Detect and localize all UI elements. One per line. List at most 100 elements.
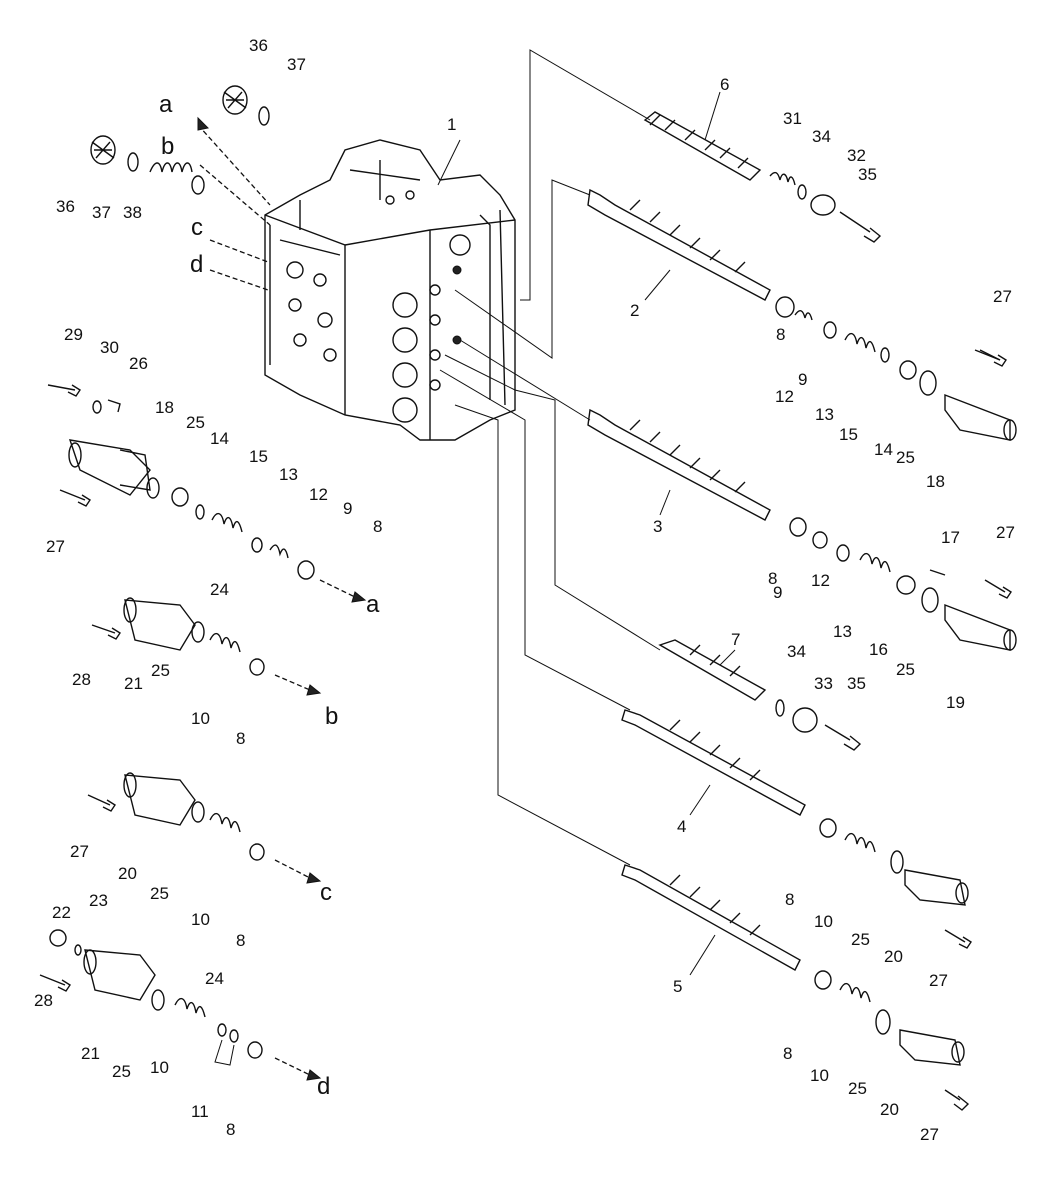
callout-2: 2 bbox=[630, 301, 639, 320]
flow-letter-b: b bbox=[161, 133, 174, 160]
callout-22: 22 bbox=[52, 903, 71, 922]
callout-13: 13 bbox=[833, 622, 852, 641]
callout-34: 34 bbox=[787, 642, 806, 661]
spool-2 bbox=[587, 188, 1017, 441]
callout-8: 8 bbox=[236, 729, 245, 748]
callout-25: 25 bbox=[851, 930, 870, 949]
callout-27: 27 bbox=[920, 1125, 939, 1144]
callout-27: 27 bbox=[70, 842, 89, 861]
callout-10: 10 bbox=[191, 709, 210, 728]
flow-arrows-into-body bbox=[197, 116, 271, 291]
callout-12: 12 bbox=[309, 485, 328, 504]
valve-body bbox=[264, 139, 516, 441]
flow-letter-d: d bbox=[317, 1073, 330, 1100]
callout-25: 25 bbox=[150, 884, 169, 903]
callout-8: 8 bbox=[373, 517, 382, 536]
callout-8: 8 bbox=[768, 569, 777, 588]
callout-9: 9 bbox=[798, 370, 807, 389]
left-assembly-b bbox=[91, 597, 322, 696]
spool-3 bbox=[587, 408, 1017, 651]
callout-15: 15 bbox=[839, 425, 858, 444]
callout-25: 25 bbox=[896, 660, 915, 679]
callout-14: 14 bbox=[210, 429, 229, 448]
spool-5 bbox=[621, 864, 965, 1066]
callout-34: 34 bbox=[812, 127, 831, 146]
callout-8: 8 bbox=[776, 325, 785, 344]
callout-12: 12 bbox=[775, 387, 794, 406]
callout-21: 21 bbox=[81, 1044, 100, 1063]
left-assembly-c bbox=[87, 772, 322, 884]
callout-25: 25 bbox=[896, 448, 915, 467]
callout-33: 33 bbox=[814, 674, 833, 693]
callout-36: 36 bbox=[56, 197, 75, 216]
left-assembly-d bbox=[39, 929, 322, 1081]
spool-7 bbox=[658, 639, 862, 751]
callout-10: 10 bbox=[191, 910, 210, 929]
callout-8: 8 bbox=[236, 931, 245, 950]
callout-labels: 1 2 3 4 5 6 7 8 8 8 8 8 8 8 8 9 9 9 10 1… bbox=[34, 36, 1015, 1144]
callout-27: 27 bbox=[996, 523, 1015, 542]
spool-4 bbox=[621, 709, 969, 906]
callout-27: 27 bbox=[993, 287, 1012, 306]
callout-37: 37 bbox=[287, 55, 306, 74]
flow-letter-d: d bbox=[190, 251, 203, 278]
callout-38: 38 bbox=[123, 203, 142, 222]
callout-32: 32 bbox=[847, 146, 866, 165]
callout-20: 20 bbox=[880, 1100, 899, 1119]
callout-4: 4 bbox=[677, 817, 686, 836]
callout-25: 25 bbox=[151, 661, 170, 680]
callout-5: 5 bbox=[673, 977, 682, 996]
callout-18: 18 bbox=[926, 472, 945, 491]
callout-25: 25 bbox=[848, 1079, 867, 1098]
callout-9: 9 bbox=[343, 499, 352, 518]
callout-36: 36 bbox=[249, 36, 268, 55]
callout-35: 35 bbox=[858, 165, 877, 184]
callout-7: 7 bbox=[731, 630, 740, 649]
flow-letter-b: b bbox=[325, 703, 338, 730]
callout-21: 21 bbox=[124, 674, 143, 693]
callout-25: 25 bbox=[112, 1062, 131, 1081]
callout-8: 8 bbox=[785, 890, 794, 909]
callout-16: 16 bbox=[869, 640, 888, 659]
callout-12: 12 bbox=[811, 571, 830, 590]
spool-6 bbox=[643, 91, 882, 243]
callout-31: 31 bbox=[783, 109, 802, 128]
callout-10: 10 bbox=[810, 1066, 829, 1085]
callout-15: 15 bbox=[249, 447, 268, 466]
callout-37: 37 bbox=[92, 203, 111, 222]
callout-29: 29 bbox=[64, 325, 83, 344]
callout-1: 1 bbox=[447, 115, 456, 134]
flow-letters: a b c d a b c d bbox=[159, 91, 380, 1100]
flow-letter-c: c bbox=[191, 214, 203, 241]
callout-28: 28 bbox=[72, 670, 91, 689]
flow-letter-a: a bbox=[159, 91, 173, 118]
callout-11: 11 bbox=[191, 1102, 209, 1121]
callout-13: 13 bbox=[279, 465, 298, 484]
callout-24: 24 bbox=[210, 580, 229, 599]
callout-3: 3 bbox=[653, 517, 662, 536]
callout-27: 27 bbox=[46, 537, 65, 556]
callout-10: 10 bbox=[150, 1058, 169, 1077]
callout-8: 8 bbox=[783, 1044, 792, 1063]
callout-30: 30 bbox=[100, 338, 119, 357]
callout-14: 14 bbox=[874, 440, 893, 459]
left-assembly-a bbox=[47, 384, 367, 603]
callout-20: 20 bbox=[884, 947, 903, 966]
callout-25: 25 bbox=[186, 413, 205, 432]
flow-letter-a: a bbox=[366, 591, 380, 618]
callout-19: 19 bbox=[946, 693, 965, 712]
callout-23: 23 bbox=[89, 891, 108, 910]
callout-10: 10 bbox=[814, 912, 833, 931]
callout-24: 24 bbox=[205, 969, 224, 988]
callout-18: 18 bbox=[155, 398, 174, 417]
callout-9: 9 bbox=[773, 583, 782, 602]
callout-17: 17 bbox=[941, 528, 960, 547]
callout-8: 8 bbox=[226, 1120, 235, 1139]
leader-lines bbox=[437, 49, 661, 866]
callout-27: 27 bbox=[929, 971, 948, 990]
callout-13: 13 bbox=[815, 405, 834, 424]
plug-set-top bbox=[90, 85, 270, 195]
callout-6: 6 bbox=[720, 75, 729, 94]
bolts-27-right bbox=[944, 349, 1012, 1111]
